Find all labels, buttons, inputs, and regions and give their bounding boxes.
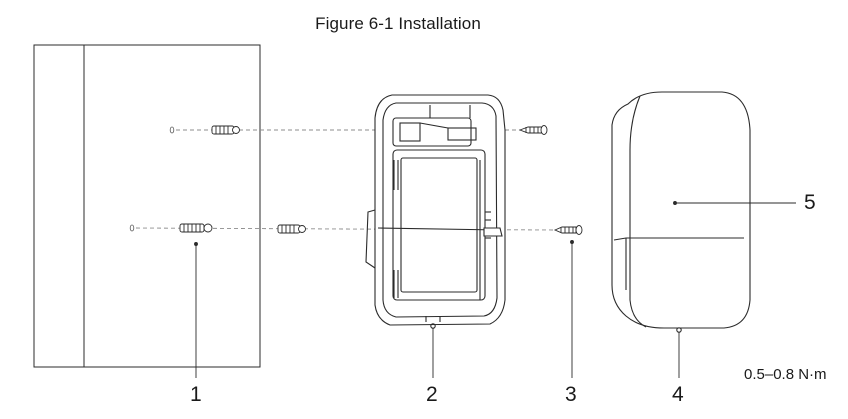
upper-screw [518, 125, 548, 135]
callout-4: 4 [672, 383, 684, 406]
lower-wall-hole [129, 224, 135, 232]
front-cover [611, 91, 751, 333]
wall-holes [129, 126, 175, 232]
lower-anchor-right [277, 224, 306, 234]
wall-panel [33, 44, 261, 368]
callout-5: 5 [804, 191, 816, 214]
callout-3: 3 [565, 383, 577, 406]
callout-1: 1 [190, 383, 202, 406]
lower-anchor-left [179, 223, 213, 233]
upper-anchor [211, 125, 240, 135]
expansion-anchors [179, 125, 306, 234]
screws [518, 125, 583, 235]
leader-lines [194, 201, 796, 378]
figure-title: Figure 6-1 Installation [315, 14, 481, 33]
lower-screw [553, 225, 583, 235]
mounting-base [365, 94, 506, 329]
torque-spec: 0.5–0.8 N·m [744, 366, 827, 383]
callout-2: 2 [426, 383, 438, 406]
upper-wall-hole [169, 126, 175, 134]
